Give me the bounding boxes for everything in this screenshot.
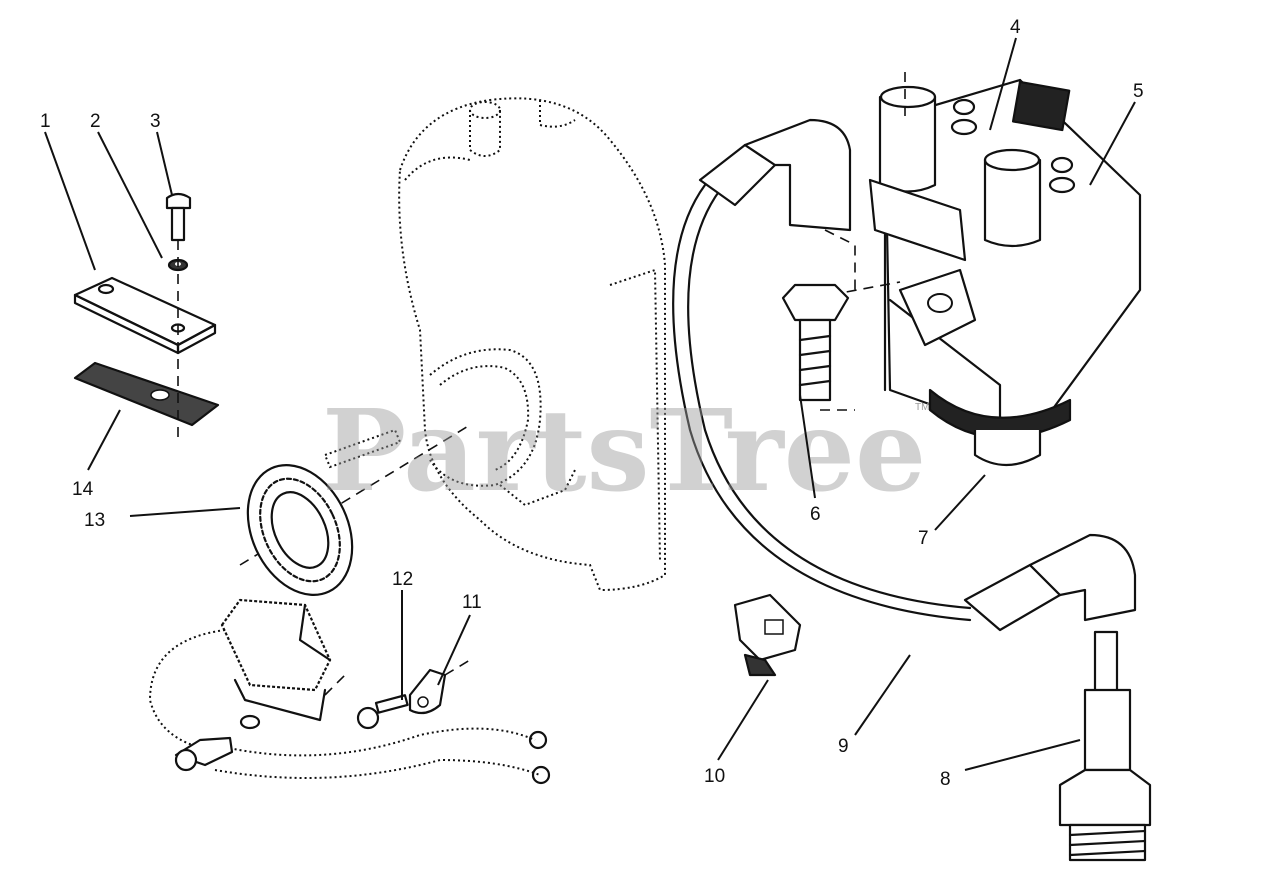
callout-1: 1: [40, 111, 51, 132]
clip-part: [408, 668, 447, 715]
connector-part: [733, 593, 802, 677]
screw-part: [165, 192, 192, 242]
callout-5: 5: [1133, 81, 1144, 102]
gasket-part: [73, 361, 220, 427]
bolt-part: [781, 283, 850, 402]
callout-13: 13: [84, 510, 105, 531]
spark-plug-part: [1058, 630, 1152, 862]
callout-10: 10: [704, 766, 725, 787]
watermark-text: PartsTree: [322, 386, 926, 517]
callout-8: 8: [940, 769, 951, 790]
ignition-coil-part: [868, 78, 1142, 466]
callout-3: 3: [150, 111, 161, 132]
callout-7: 7: [918, 528, 929, 549]
callout-11: 11: [462, 592, 482, 613]
spark-plug-wire-part: [672, 118, 1137, 632]
callout-12: 12: [392, 569, 413, 590]
callout-2: 2: [90, 111, 101, 132]
blower-housing-part: [398, 97, 666, 592]
callout-9: 9: [838, 736, 849, 757]
screw-small-part: [356, 694, 409, 730]
ignition-module-part: [148, 598, 551, 785]
pin-part: [323, 428, 402, 469]
callout-14: 14: [72, 479, 94, 500]
callout-6: 6: [810, 504, 821, 525]
watermark-trademark: TM: [915, 402, 929, 413]
callout-4: 4: [1010, 17, 1021, 38]
seal-part: [246, 464, 354, 596]
plate-part: [73, 276, 217, 355]
